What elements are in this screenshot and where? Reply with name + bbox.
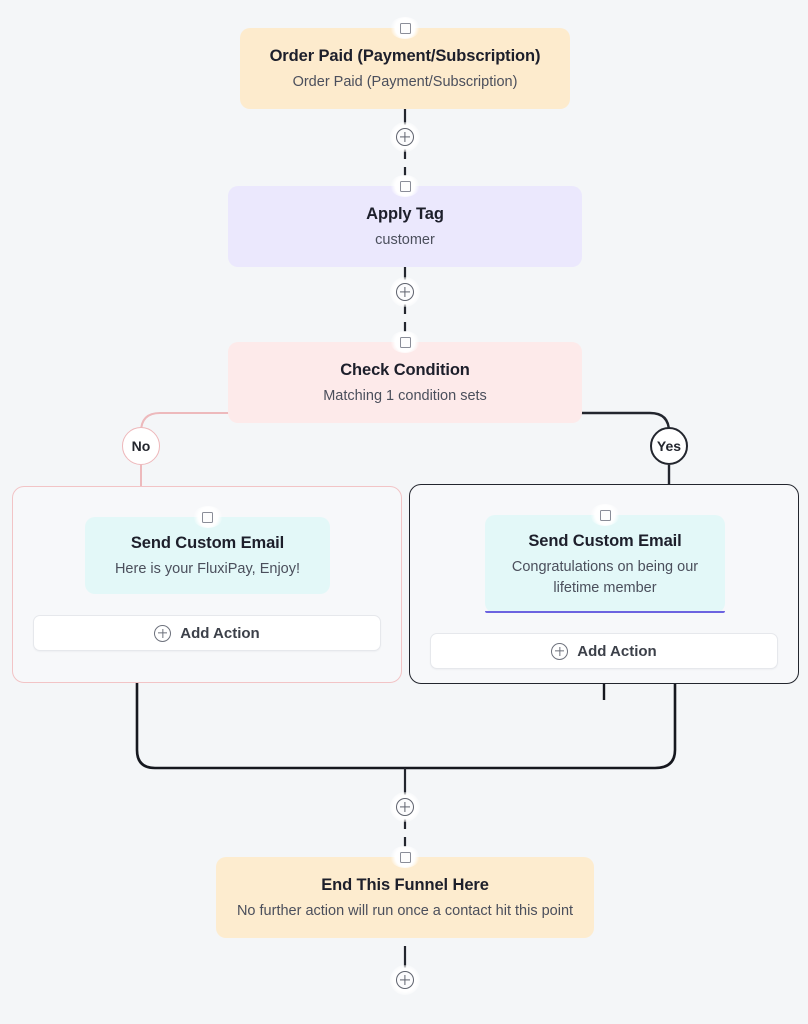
node-end-this-funnel[interactable]: End This Funnel Here No further action w… bbox=[216, 846, 594, 938]
node-subtitle: Congratulations on being our lifetime me… bbox=[511, 558, 699, 596]
node-order-paid-trigger[interactable]: Order Paid (Payment/Subscription) Order … bbox=[240, 17, 570, 109]
node-subtitle: No further action will run once a contac… bbox=[236, 902, 574, 919]
node-send-custom-email-yes[interactable]: Send Custom Email Congratulations on bei… bbox=[485, 504, 725, 613]
edge-no-branch-to-merge bbox=[135, 683, 677, 770]
branch-container-yes[interactable]: Send Custom Email Congratulations on bei… bbox=[409, 484, 799, 684]
plus-circle-icon bbox=[396, 283, 414, 301]
port-handle-icon[interactable] bbox=[390, 175, 420, 197]
node-subtitle: customer bbox=[375, 231, 435, 248]
node-subtitle: Here is your FluxiPay, Enjoy! bbox=[114, 560, 301, 577]
node-title: Order Paid (Payment/Subscription) bbox=[269, 47, 541, 65]
node-subtitle: Matching 1 condition sets bbox=[323, 387, 487, 404]
port-handle-icon[interactable] bbox=[390, 331, 420, 353]
plus-circle-icon bbox=[396, 971, 414, 989]
node-title: Check Condition bbox=[340, 361, 470, 379]
add-action-button-no-branch[interactable]: Add Action bbox=[33, 615, 381, 651]
add-action-label: Add Action bbox=[180, 624, 260, 642]
add-step-after-apply-tag-button[interactable] bbox=[390, 277, 420, 307]
node-title: Send Custom Email bbox=[528, 532, 682, 550]
branch-label-no-text: No bbox=[131, 438, 151, 454]
port-handle-icon[interactable] bbox=[590, 504, 620, 526]
plus-circle-icon bbox=[551, 642, 569, 660]
node-subtitle: Order Paid (Payment/Subscription) bbox=[292, 73, 518, 90]
port-handle-icon[interactable] bbox=[390, 17, 420, 39]
port-handle-icon[interactable] bbox=[390, 846, 420, 868]
plus-circle-icon bbox=[396, 128, 414, 146]
node-title: End This Funnel Here bbox=[321, 876, 489, 894]
branch-container-no[interactable]: Send Custom Email Here is your FluxiPay,… bbox=[12, 486, 402, 683]
add-action-button-yes-branch[interactable]: Add Action bbox=[430, 633, 778, 669]
add-step-after-merge-button[interactable] bbox=[390, 792, 420, 822]
branch-label-yes-text: Yes bbox=[656, 438, 682, 454]
node-title: Send Custom Email bbox=[130, 534, 285, 552]
add-action-label: Add Action bbox=[577, 642, 657, 660]
node-title: Apply Tag bbox=[366, 205, 444, 223]
node-send-custom-email-no[interactable]: Send Custom Email Here is your FluxiPay,… bbox=[85, 506, 330, 594]
plus-circle-icon bbox=[396, 798, 414, 816]
plus-circle-icon bbox=[154, 624, 172, 642]
add-step-after-end-funnel-button[interactable] bbox=[390, 965, 420, 995]
node-check-condition[interactable]: Check Condition Matching 1 condition set… bbox=[228, 331, 582, 423]
branch-label-no[interactable]: No bbox=[122, 427, 160, 465]
branch-label-yes[interactable]: Yes bbox=[650, 427, 688, 465]
add-step-after-trigger-button[interactable] bbox=[390, 122, 420, 152]
node-apply-tag[interactable]: Apply Tag customer bbox=[228, 175, 582, 267]
port-handle-icon[interactable] bbox=[192, 506, 223, 528]
